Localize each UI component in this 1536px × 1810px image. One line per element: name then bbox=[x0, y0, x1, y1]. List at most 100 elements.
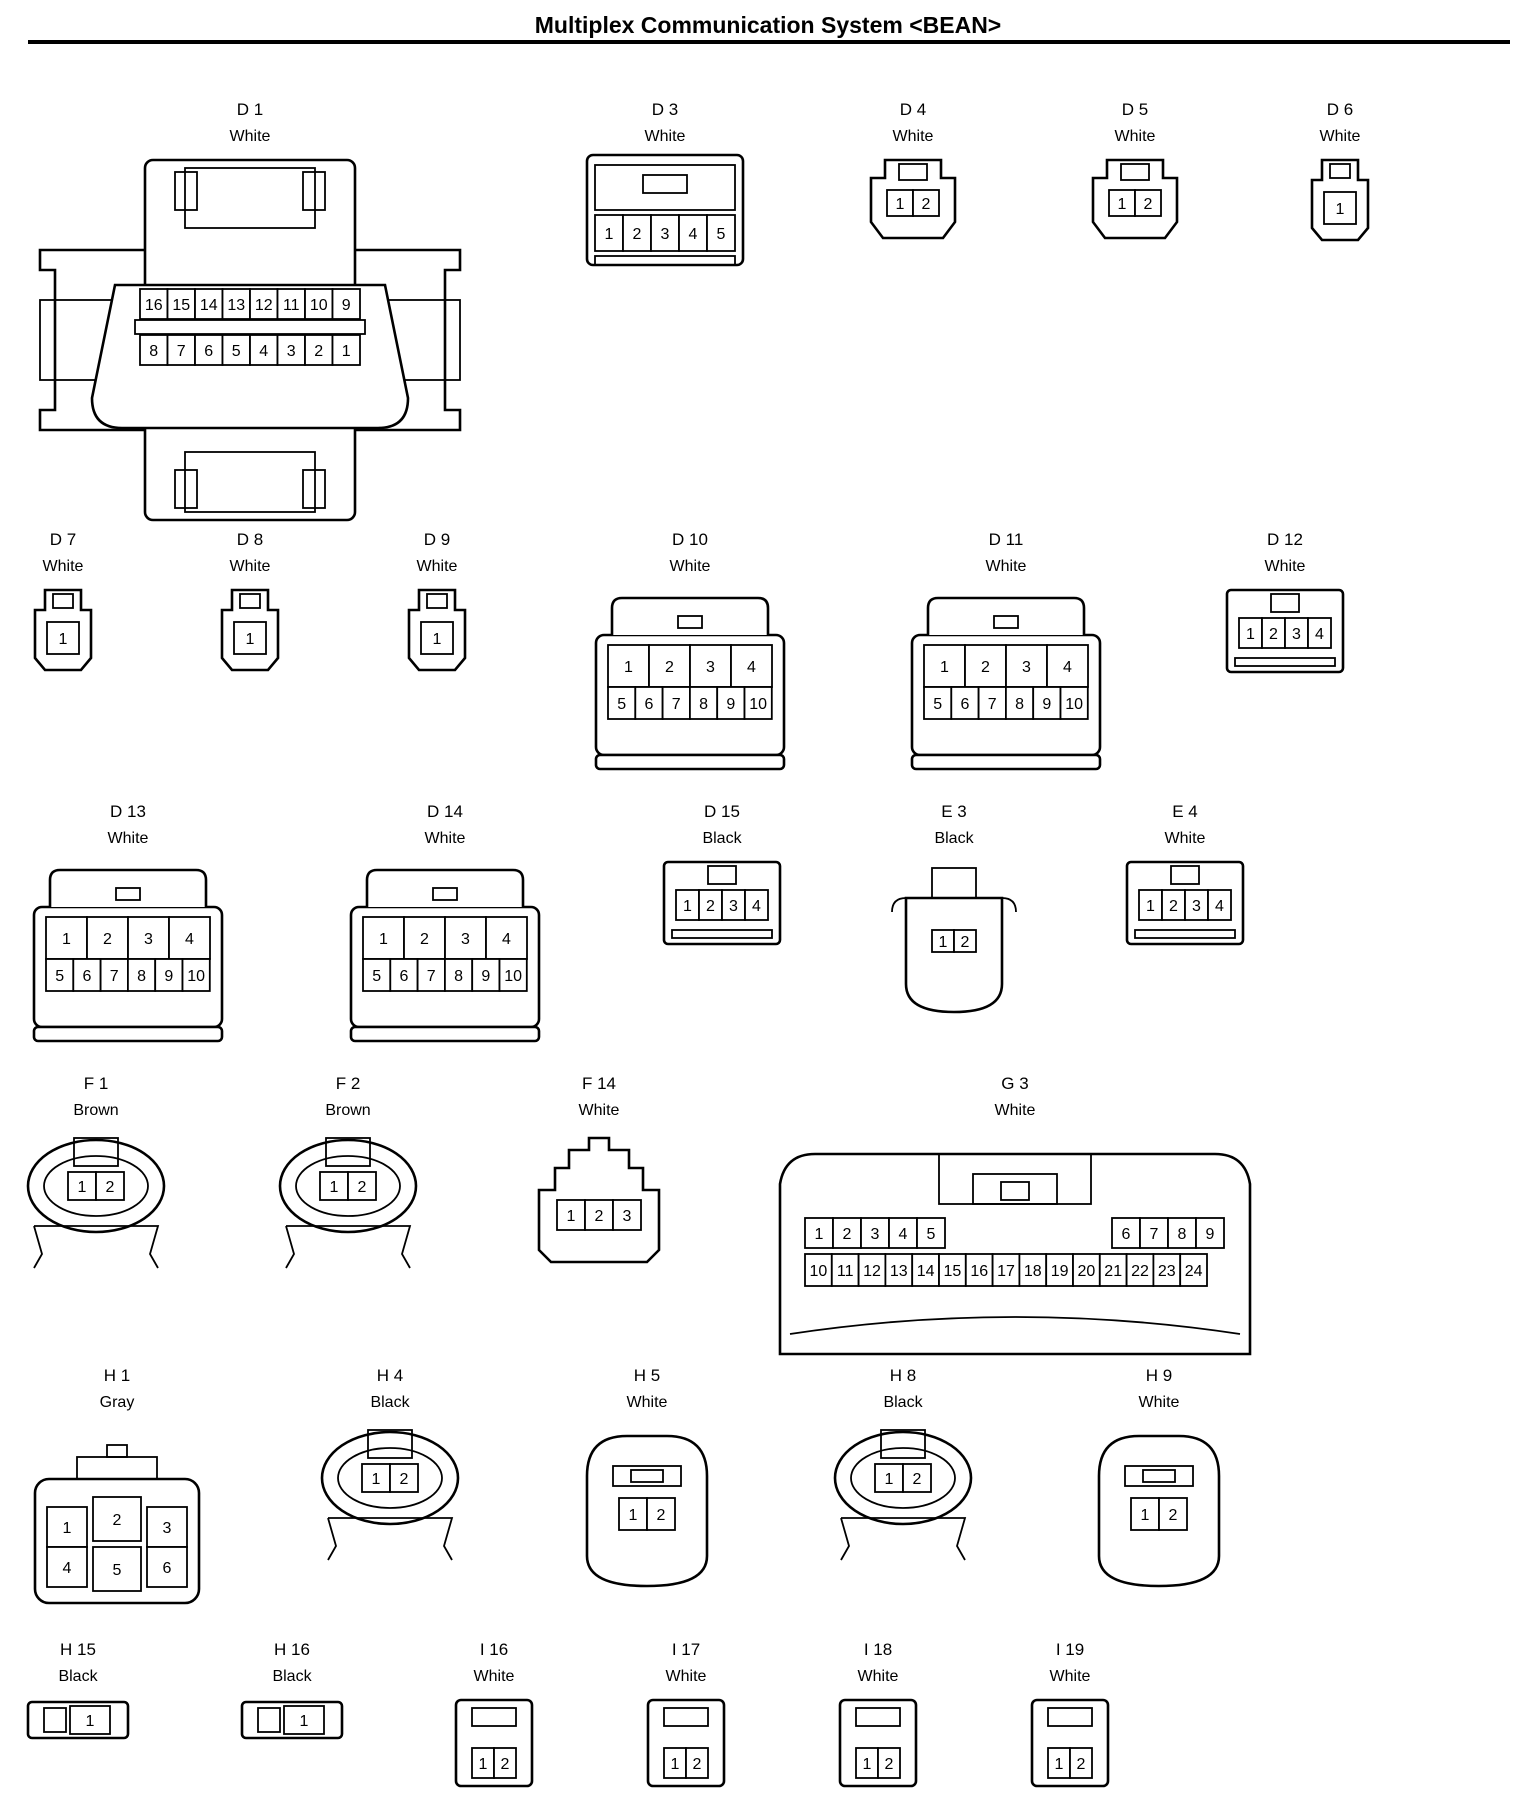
connector-color: White bbox=[892, 128, 934, 145]
pin-2 bbox=[832, 1217, 862, 1249]
title-rule bbox=[28, 40, 1510, 44]
pin-label: 3 bbox=[1292, 626, 1301, 643]
pin-2 bbox=[389, 1463, 419, 1493]
pin-label: 10 bbox=[810, 1263, 828, 1280]
pin-label: 4 bbox=[1215, 898, 1224, 915]
pin-label: 20 bbox=[1078, 1263, 1096, 1280]
pin-label: 2 bbox=[1169, 898, 1178, 915]
pin-label: 2 bbox=[314, 343, 323, 360]
pin-label: 2 bbox=[665, 659, 674, 676]
pin-3 bbox=[276, 334, 306, 366]
pin-label: 2 bbox=[113, 1512, 122, 1529]
pin-2 bbox=[902, 1463, 932, 1493]
connector-color: Brown bbox=[73, 1102, 119, 1119]
pin-label: 3 bbox=[623, 1208, 632, 1225]
pin-label: 7 bbox=[1150, 1226, 1159, 1243]
connector-id: F 1 bbox=[83, 1074, 109, 1093]
connector-id: H 1 bbox=[103, 1366, 131, 1385]
pin-1 bbox=[361, 1463, 391, 1493]
pin-label: 2 bbox=[633, 226, 642, 243]
pin-3 bbox=[1005, 644, 1048, 688]
pin-16 bbox=[964, 1253, 994, 1287]
connector-color: Brown bbox=[325, 1102, 371, 1119]
connector-id: I 17 bbox=[671, 1640, 701, 1659]
pin-1 bbox=[594, 214, 624, 252]
pin-label: 1 bbox=[479, 1756, 488, 1773]
pin-11 bbox=[276, 288, 306, 320]
connector-color: White bbox=[857, 1668, 899, 1685]
pin-10 bbox=[743, 686, 773, 720]
pin-1 bbox=[69, 1705, 111, 1735]
pin-label: 14 bbox=[200, 297, 218, 314]
pin-label: 2 bbox=[1077, 1756, 1086, 1773]
connector-id: I 16 bbox=[479, 1640, 509, 1659]
connector-color: Black bbox=[58, 1668, 98, 1685]
pin-8 bbox=[1167, 1217, 1197, 1249]
pin-label: 2 bbox=[420, 931, 429, 948]
pin-label: 1 bbox=[433, 631, 442, 648]
pin-2 bbox=[646, 1497, 676, 1531]
connector-drawing: 1 bbox=[220, 588, 280, 672]
pin-1 bbox=[233, 621, 267, 655]
pin-2 bbox=[92, 1496, 142, 1542]
connector-id: H 8 bbox=[889, 1366, 917, 1385]
pin-1 bbox=[420, 621, 454, 655]
pin-label: 1 bbox=[372, 1471, 381, 1488]
connector-id: E 4 bbox=[1172, 802, 1198, 821]
pin-label: 3 bbox=[461, 931, 470, 948]
pin-label: 3 bbox=[287, 343, 296, 360]
pin-label: 3 bbox=[871, 1226, 880, 1243]
connector-drawing: 1 bbox=[33, 588, 93, 672]
connector-id: I 19 bbox=[1055, 1640, 1085, 1659]
pin-label: 10 bbox=[1065, 696, 1083, 713]
pin-label: 6 bbox=[163, 1560, 172, 1577]
pin-label: 5 bbox=[617, 696, 626, 713]
pin-label: 16 bbox=[970, 1263, 988, 1280]
pin-2 bbox=[493, 1747, 517, 1779]
pin-4 bbox=[1307, 617, 1332, 649]
pin-label: 9 bbox=[342, 297, 351, 314]
pin-label: 9 bbox=[481, 968, 490, 985]
pin-label: 2 bbox=[1269, 626, 1278, 643]
pin-2 bbox=[953, 929, 977, 953]
connector-id: H 9 bbox=[1145, 1366, 1173, 1385]
pin-label: 10 bbox=[187, 968, 205, 985]
pin-label: 6 bbox=[82, 968, 91, 985]
pin-6 bbox=[72, 958, 102, 992]
pin-label: 7 bbox=[427, 968, 436, 985]
pin-label: 7 bbox=[177, 343, 186, 360]
pin-label: 4 bbox=[63, 1560, 72, 1577]
connector-color: Gray bbox=[99, 1394, 135, 1411]
connector-id: D 12 bbox=[1267, 530, 1303, 549]
pin-label: 3 bbox=[1192, 898, 1201, 915]
pin-label: 1 bbox=[605, 226, 614, 243]
pin-label: 2 bbox=[843, 1226, 852, 1243]
pin-label: 13 bbox=[227, 297, 245, 314]
pin-2 bbox=[86, 916, 129, 960]
pin-label: 1 bbox=[885, 1471, 894, 1488]
pin-label: 8 bbox=[149, 343, 158, 360]
pin-label: 2 bbox=[1169, 1507, 1178, 1524]
pin-17 bbox=[991, 1253, 1021, 1287]
pin-1 bbox=[923, 644, 966, 688]
pin-label: 4 bbox=[689, 226, 698, 243]
pin-6 bbox=[146, 1546, 188, 1588]
pin-8 bbox=[689, 686, 719, 720]
connector-color: White bbox=[644, 128, 686, 145]
connector-id: E 3 bbox=[941, 802, 967, 821]
pin-label: 1 bbox=[78, 1179, 87, 1196]
pin-8 bbox=[127, 958, 157, 992]
connector-color: White bbox=[107, 830, 149, 847]
pin-label: 2 bbox=[706, 898, 715, 915]
pin-label: 1 bbox=[1146, 898, 1155, 915]
connector-color: Black bbox=[702, 830, 742, 847]
pin-label: 2 bbox=[693, 1756, 702, 1773]
connector-id: D 4 bbox=[899, 100, 927, 119]
pin-1 bbox=[331, 334, 361, 366]
